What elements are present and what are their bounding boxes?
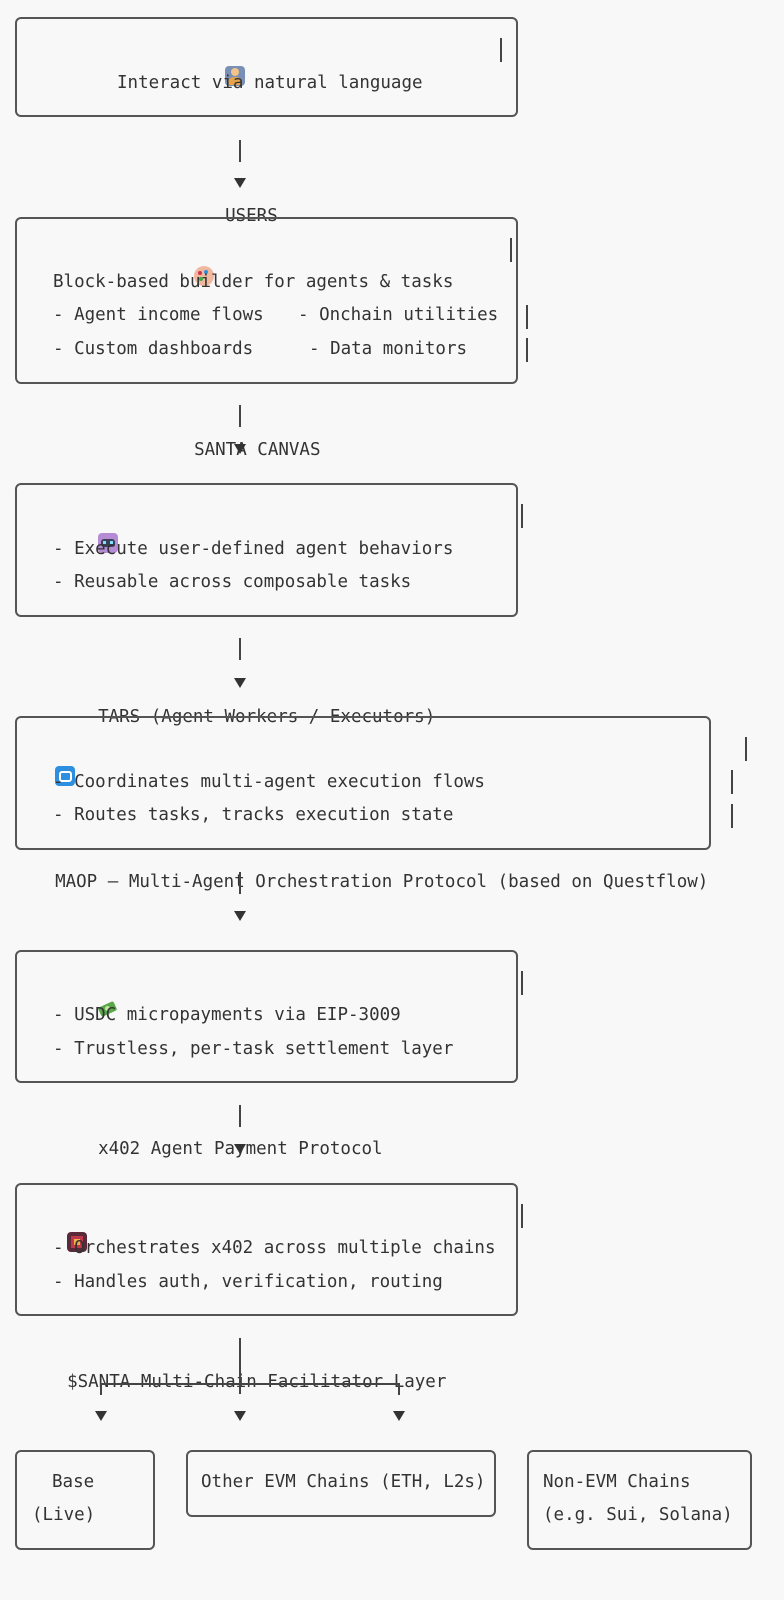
canvas-title-row: SANTA CANVAS <box>173 232 321 460</box>
money-icon <box>97 999 118 1019</box>
maop-box <box>15 716 711 850</box>
x402-item: - USDC micropayments via EIP-3009 <box>53 1005 401 1025</box>
connector-line <box>398 1383 400 1395</box>
chain-evm-box <box>186 1450 496 1517</box>
connector-line <box>100 1383 102 1395</box>
user-icon <box>225 66 246 86</box>
down-arrow-icon <box>234 1144 246 1154</box>
canvas-item: - Data monitors <box>309 339 468 359</box>
users-box <box>15 17 518 117</box>
chain-base-box <box>15 1450 155 1550</box>
box-edge <box>521 504 523 528</box>
canvas-item: - Onchain utilities <box>298 305 499 325</box>
chain-nonevm-name: Non-EVM Chains <box>543 1472 691 1492</box>
facilitator-item: - Handles auth, verification, routing <box>53 1272 443 1292</box>
down-arrow-icon <box>393 1411 405 1421</box>
box-edge <box>526 305 528 329</box>
facilitator-title-row: $SANTA Multi-Chain Facilitator Layer <box>46 1198 446 1392</box>
robot-icon <box>98 533 119 553</box>
box-edge <box>521 971 523 995</box>
box-edge <box>521 1204 523 1228</box>
canvas-title: SANTA CANVAS <box>194 440 321 460</box>
down-arrow-icon <box>234 444 246 454</box>
maop-title-row: MAOP — Multi-Agent Orchestration Protoco… <box>34 732 708 892</box>
down-arrow-icon <box>95 1411 107 1421</box>
box-edge <box>500 38 502 62</box>
connector-line <box>239 1105 241 1127</box>
palette-icon <box>194 266 215 286</box>
down-arrow-icon <box>234 1411 246 1421</box>
down-arrow-icon <box>234 678 246 688</box>
facilitator-title: $SANTA Multi-Chain Facilitator Layer <box>67 1372 447 1392</box>
users-subtitle: Interact via natural language <box>117 73 423 93</box>
connector-line <box>239 872 241 894</box>
x402-title-row: x402 Agent Payment Protocol <box>77 965 383 1159</box>
chain-nonevm-examples: (e.g. Sui, Solana) <box>543 1505 733 1525</box>
tars-item: - Execute user-defined agent behaviors <box>53 539 454 559</box>
facilitator-item: - Orchestrates x402 across multiple chai… <box>53 1238 496 1258</box>
tars-item: - Reusable across composable tasks <box>53 572 412 592</box>
users-title-row: USERS <box>204 32 278 226</box>
chain-base-name: Base <box>52 1472 95 1492</box>
connector-line <box>239 140 241 162</box>
down-arrow-icon <box>234 911 246 921</box>
box-edge <box>745 737 747 761</box>
connector-line <box>239 405 241 427</box>
chain-evm-name: Other EVM Chains (ETH, L2s) <box>201 1472 486 1492</box>
box-edge <box>731 770 733 794</box>
chip-icon <box>67 1232 88 1252</box>
canvas-subtitle: Block-based builder for agents & tasks <box>53 272 454 292</box>
x402-item: - Trustless, per-task settlement layer <box>53 1039 454 1059</box>
connector-line <box>239 638 241 660</box>
connector-line <box>100 1383 400 1385</box>
tars-title-row: TARS (Agent Workers / Executors) <box>77 499 435 727</box>
maop-title: MAOP — Multi-Agent Orchestration Protoco… <box>55 872 709 892</box>
canvas-item: - Custom dashboards <box>53 339 254 359</box>
box-edge <box>731 804 733 828</box>
repeat-icon <box>55 766 76 786</box>
santa-canvas-box <box>15 217 518 384</box>
tars-box <box>15 483 518 617</box>
canvas-item: - Agent income flows <box>53 305 264 325</box>
chain-base-status: (Live) <box>32 1505 96 1525</box>
maop-item: - Coordinates multi-agent execution flow… <box>53 772 485 792</box>
x402-box <box>15 950 518 1083</box>
box-edge <box>526 338 528 362</box>
connector-line <box>239 1338 241 1394</box>
box-edge <box>510 238 512 262</box>
x402-title: x402 Agent Payment Protocol <box>98 1139 383 1159</box>
facilitator-box <box>15 1183 518 1316</box>
maop-item: - Routes tasks, tracks execution state <box>53 805 454 825</box>
down-arrow-icon <box>234 178 246 188</box>
chain-nonevm-box <box>527 1450 752 1550</box>
users-title: USERS <box>225 206 278 226</box>
